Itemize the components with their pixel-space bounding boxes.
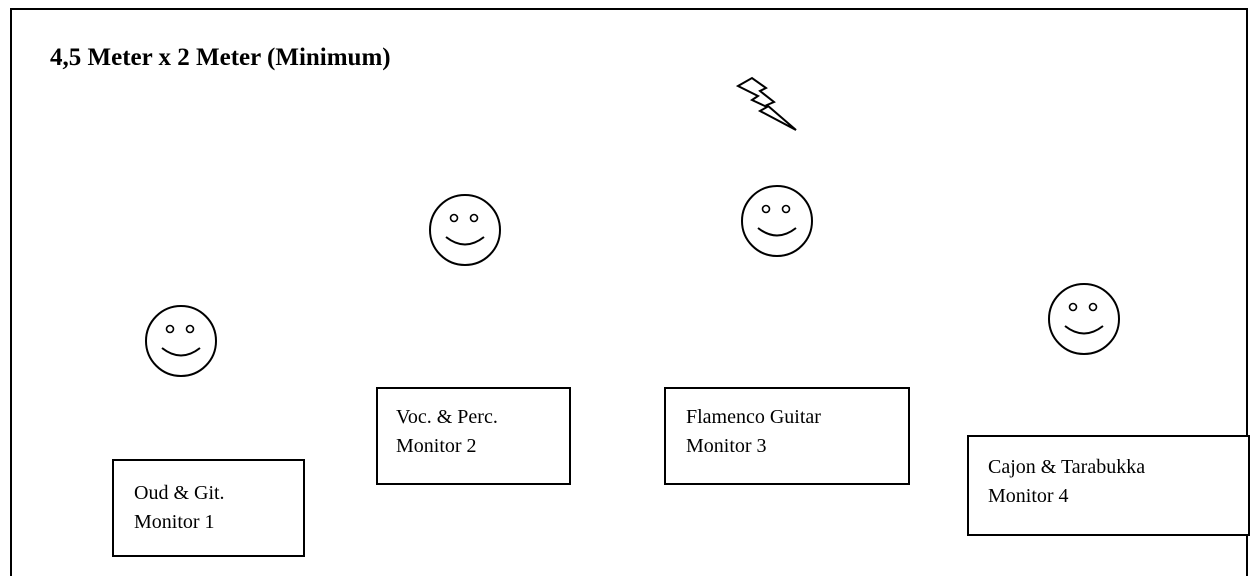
smiley-face-icon xyxy=(145,305,217,377)
monitor-3-box: Flamenco Guitar Monitor 3 xyxy=(664,387,910,485)
monitor-2-instrument: Voc. & Perc. xyxy=(396,406,498,428)
monitor-2-box: Voc. & Perc. Monitor 2 xyxy=(376,387,571,485)
monitor-3-label: Monitor 3 xyxy=(686,435,767,457)
monitor-1-label: Monitor 1 xyxy=(134,511,215,533)
smiley-face-icon xyxy=(741,185,813,257)
lightning-bolt-icon xyxy=(736,76,797,131)
monitor-4-instrument: Cajon & Tarabukka xyxy=(988,456,1146,478)
monitor-2-label: Monitor 2 xyxy=(396,435,477,457)
stage-dimensions-title: 4,5 Meter x 2 Meter (Minimum) xyxy=(50,44,391,71)
monitor-4-label: Monitor 4 xyxy=(988,485,1069,507)
smiley-face-icon xyxy=(429,194,501,266)
monitor-4-box: Cajon & Tarabukka Monitor 4 xyxy=(967,435,1250,536)
stage-boundary xyxy=(10,8,1248,576)
monitor-3-instrument: Flamenco Guitar xyxy=(686,406,821,428)
monitor-1-instrument: Oud & Git. xyxy=(134,482,225,504)
smiley-face-icon xyxy=(1048,283,1120,355)
monitor-1-box: Oud & Git. Monitor 1 xyxy=(112,459,305,557)
